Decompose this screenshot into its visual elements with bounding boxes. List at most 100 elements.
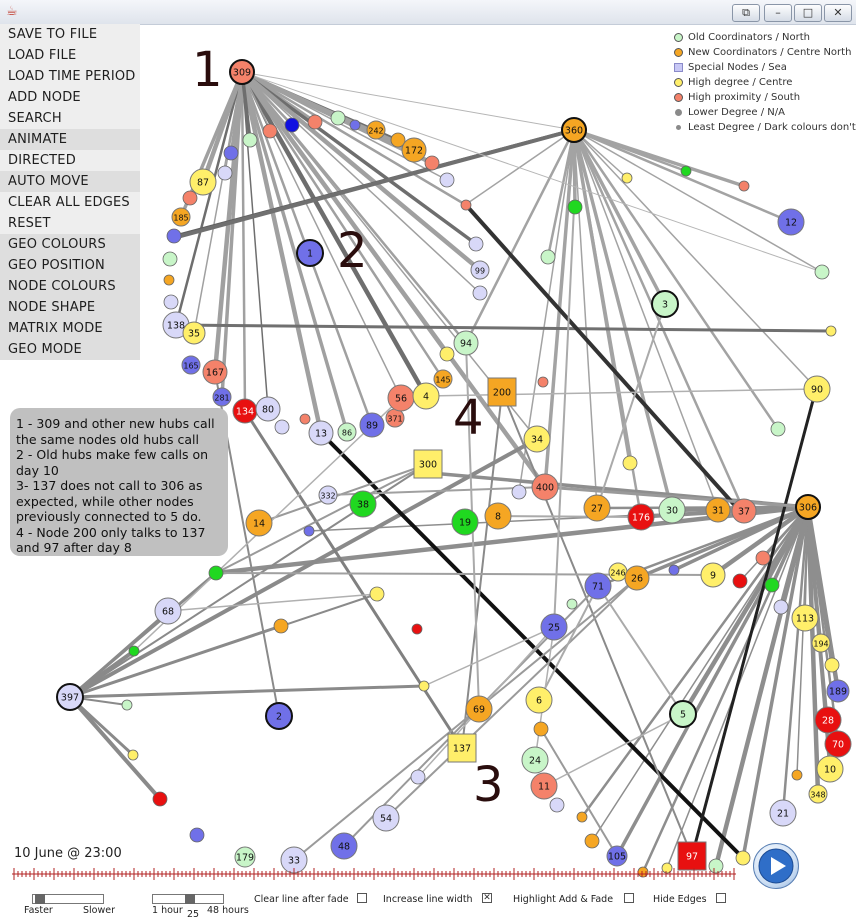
menu-item-load-time-period[interactable]: LOAD TIME PERIOD <box>0 66 140 87</box>
menu-item-clear-all-edges[interactable]: CLEAR ALL EDGES <box>0 192 140 213</box>
menu-item-matrix-mode[interactable]: MATRIX MODE <box>0 318 140 339</box>
graph-node-300[interactable]: 300 <box>413 449 443 479</box>
graph-node-1[interactable]: 1 <box>296 239 324 267</box>
graph-node-246[interactable]: 246 <box>608 562 628 582</box>
maximize-button[interactable]: □ <box>794 4 822 22</box>
graph-node-80[interactable]: 80 <box>255 396 281 422</box>
play-button[interactable] <box>753 843 799 889</box>
graph-node-11[interactable]: 11 <box>530 772 558 800</box>
graph-node-97[interactable]: 97 <box>677 841 707 871</box>
graph-node-30[interactable]: 30 <box>658 496 686 524</box>
graph-node-137[interactable]: 137 <box>447 733 477 763</box>
graph-node-3[interactable]: 3 <box>651 290 679 318</box>
graph-node-small[interactable] <box>242 132 258 148</box>
graph-node-99[interactable]: 99 <box>470 260 490 280</box>
graph-node-371[interactable]: 371 <box>385 408 405 428</box>
graph-node-small[interactable] <box>621 172 633 184</box>
graph-node-small[interactable] <box>128 645 140 657</box>
graph-node-small[interactable] <box>223 145 239 161</box>
graph-node-348[interactable]: 348 <box>808 784 828 804</box>
graph-node-small[interactable] <box>182 190 198 206</box>
graph-node-small[interactable] <box>166 228 182 244</box>
graph-node-25[interactable]: 25 <box>540 613 568 641</box>
graph-node-14[interactable]: 14 <box>245 509 273 537</box>
graph-node-small[interactable] <box>411 623 423 635</box>
graph-node-48[interactable]: 48 <box>330 832 358 860</box>
graph-node-small[interactable] <box>208 565 224 581</box>
graph-node-2[interactable]: 2 <box>265 702 293 730</box>
graph-node-27[interactable]: 27 <box>583 494 611 522</box>
graph-node-8[interactable]: 8 <box>484 502 512 530</box>
graph-node-200[interactable]: 200 <box>487 377 517 407</box>
graph-node-small[interactable] <box>189 827 205 843</box>
menu-item-reset[interactable]: RESET <box>0 213 140 234</box>
graph-node-small[interactable] <box>764 577 780 593</box>
graph-node-6[interactable]: 6 <box>525 686 553 714</box>
graph-node-small[interactable] <box>584 833 600 849</box>
graph-node-small[interactable] <box>773 599 789 615</box>
graph-node-90[interactable]: 90 <box>803 375 831 403</box>
graph-node-small[interactable] <box>680 165 692 177</box>
graph-node-small[interactable] <box>369 586 385 602</box>
option-checkbox[interactable] <box>716 893 726 903</box>
graph-node-145[interactable]: 145 <box>433 369 453 389</box>
graph-node-38[interactable]: 38 <box>349 490 377 518</box>
graph-node-small[interactable] <box>537 376 549 388</box>
graph-node-4[interactable]: 4 <box>412 382 440 410</box>
graph-node-small[interactable] <box>533 721 549 737</box>
graph-node-small[interactable] <box>824 657 840 673</box>
graph-node-small[interactable] <box>661 862 673 874</box>
graph-node-71[interactable]: 71 <box>584 572 612 600</box>
menu-item-save-to-file[interactable]: SAVE TO FILE <box>0 24 140 45</box>
graph-node-281[interactable]: 281 <box>212 387 232 407</box>
graph-node-167[interactable]: 167 <box>202 359 228 385</box>
menu-item-add-node[interactable]: ADD NODE <box>0 87 140 108</box>
graph-node-179[interactable]: 179 <box>234 846 256 868</box>
graph-node-306[interactable]: 306 <box>795 494 821 520</box>
graph-node-small[interactable] <box>163 294 179 310</box>
graph-node-small[interactable] <box>418 680 430 692</box>
graph-node-89[interactable]: 89 <box>359 412 385 438</box>
window-slider[interactable] <box>152 894 224 904</box>
graph-node-400[interactable]: 400 <box>531 473 559 501</box>
graph-node-small[interactable] <box>735 850 751 866</box>
graph-node-small[interactable] <box>472 285 488 301</box>
menu-item-geo-position[interactable]: GEO POSITION <box>0 255 140 276</box>
graph-node-68[interactable]: 68 <box>154 597 182 625</box>
graph-node-small[interactable] <box>566 598 578 610</box>
graph-node-34[interactable]: 34 <box>523 425 551 453</box>
graph-node-small[interactable] <box>307 114 323 130</box>
graph-node-12[interactable]: 12 <box>777 208 805 236</box>
graph-node-small[interactable] <box>732 573 748 589</box>
graph-node-small[interactable] <box>468 236 484 252</box>
graph-node-small[interactable] <box>511 484 527 500</box>
graph-node-105[interactable]: 105 <box>606 845 628 867</box>
graph-node-small[interactable] <box>303 525 315 537</box>
graph-node-small[interactable] <box>390 132 406 148</box>
graph-node-185[interactable]: 185 <box>171 207 191 227</box>
menu-item-animate[interactable]: ANIMATE <box>0 129 140 150</box>
graph-node-small[interactable] <box>349 119 361 131</box>
window-slider-thumb[interactable] <box>185 894 195 904</box>
menu-item-auto-move[interactable]: AUTO MOVE <box>0 171 140 192</box>
graph-node-small[interactable] <box>127 749 139 761</box>
graph-node-242[interactable]: 242 <box>366 120 386 140</box>
graph-node-28[interactable]: 28 <box>814 706 842 734</box>
graph-node-5[interactable]: 5 <box>669 700 697 728</box>
graph-node-189[interactable]: 189 <box>826 679 850 703</box>
graph-node-small[interactable] <box>284 117 300 133</box>
graph-node-small[interactable] <box>410 769 426 785</box>
graph-node-134[interactable]: 134 <box>232 398 258 424</box>
graph-node-9[interactable]: 9 <box>700 562 726 588</box>
graph-node-small[interactable] <box>825 325 837 337</box>
graph-node-small[interactable] <box>770 421 786 437</box>
graph-node-small[interactable] <box>273 618 289 634</box>
graph-node-small[interactable] <box>738 180 750 192</box>
graph-node-small[interactable] <box>622 455 638 471</box>
graph-node-small[interactable] <box>567 199 583 215</box>
graph-node-small[interactable] <box>152 791 168 807</box>
menu-item-node-shape[interactable]: NODE SHAPE <box>0 297 140 318</box>
option-checkbox[interactable] <box>357 893 367 903</box>
menu-item-geo-mode[interactable]: GEO MODE <box>0 339 140 360</box>
graph-node-13[interactable]: 13 <box>308 420 334 446</box>
